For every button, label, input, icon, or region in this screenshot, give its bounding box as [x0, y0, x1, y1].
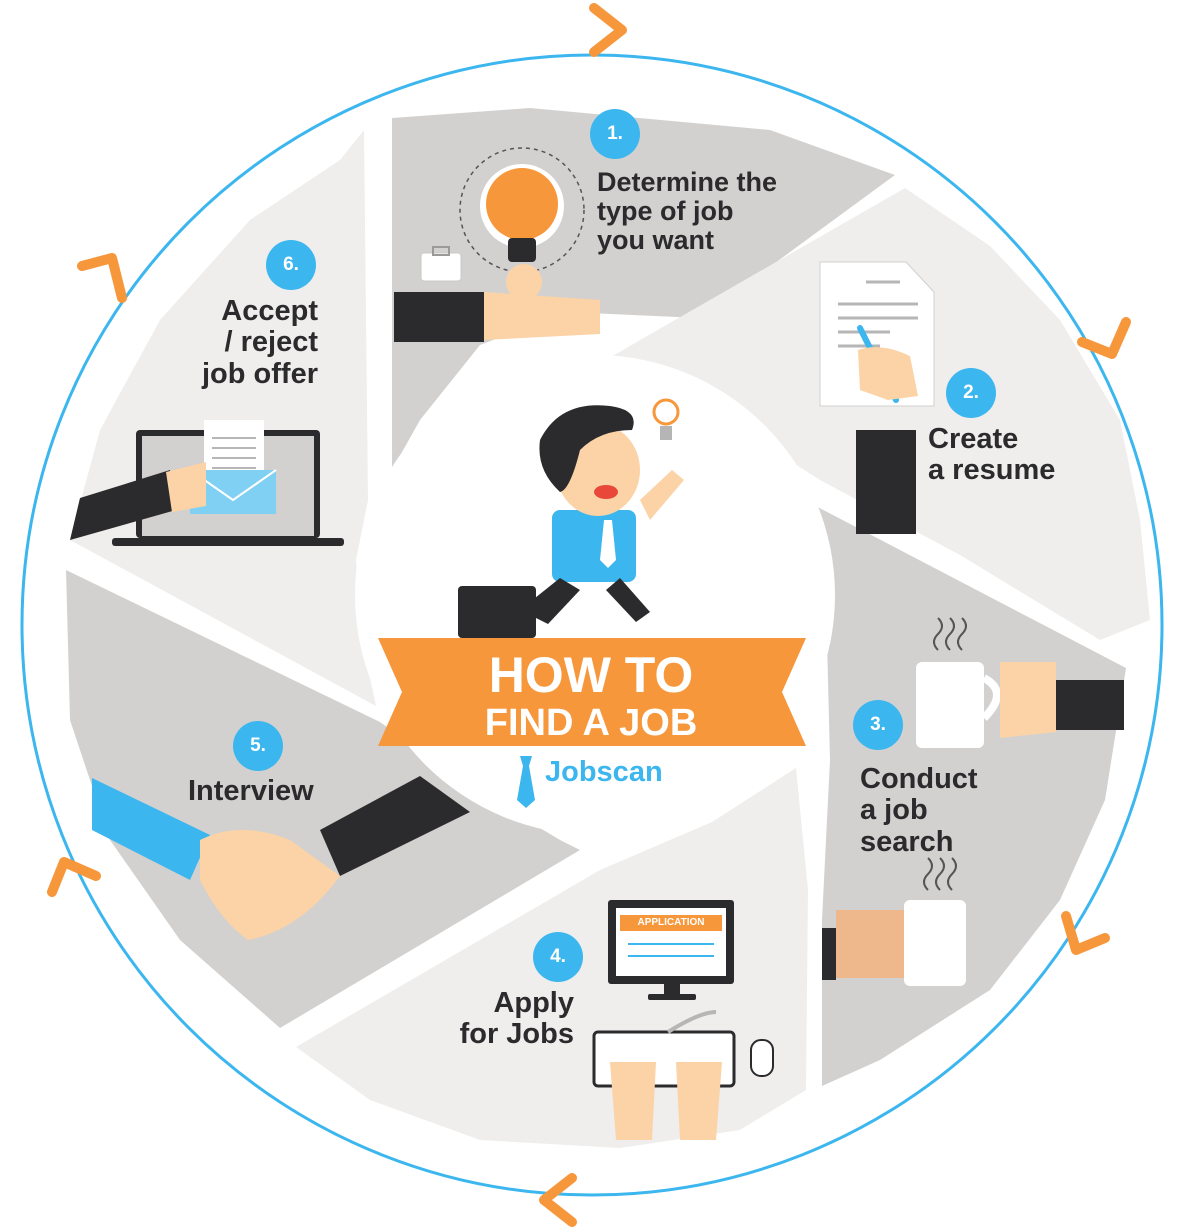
step-6-line-2: / reject — [224, 326, 319, 359]
segment-2 — [602, 188, 1150, 640]
arrow-head-right-upper — [1077, 317, 1131, 359]
step-5-line-1: Interview — [188, 775, 314, 807]
step-2-line-2: a resume — [928, 454, 1056, 487]
hand-holding-bulb-icon — [394, 264, 600, 342]
step-4-label: Apply for Jobs — [439, 987, 574, 1051]
arrow-head-bottom — [539, 1173, 577, 1227]
step-4-line-1: Apply — [493, 987, 574, 1019]
brand-name: Jobscan — [545, 756, 663, 788]
step-6-badge: 6. — [266, 240, 316, 290]
step-4-line-2: for Jobs — [459, 1018, 574, 1051]
coffee-mug-icon — [916, 617, 1124, 748]
arrow-head-right-lower — [1061, 911, 1110, 955]
step-6-line-3: job offer — [202, 357, 318, 390]
step-3-label: Conduct a job search — [860, 763, 978, 858]
title-line-1: HOW TO — [488, 647, 694, 703]
lightbulb-icon — [459, 147, 585, 273]
mouse-icon — [750, 1039, 774, 1077]
envelope-icon — [189, 420, 277, 514]
jobscan-tie-logo-icon — [517, 756, 535, 808]
step-3-line-1: Conduct — [860, 763, 978, 795]
segment-5 — [66, 570, 580, 1028]
coffee-mug-second-icon — [822, 857, 966, 986]
handshake-icon — [92, 776, 470, 940]
step-6-label: Accept / reject job offer — [168, 295, 319, 390]
step-1-line-2: type of job — [597, 196, 734, 227]
step-3-line-2: a job — [860, 794, 928, 827]
step-2-badge: 2. — [946, 368, 996, 418]
typing-hands-icon — [610, 1062, 722, 1140]
step-2-line-1: Create — [928, 423, 1019, 455]
title-banner — [378, 638, 806, 746]
step-1-badge: 1. — [590, 109, 640, 159]
step-4-badge: 4. — [533, 932, 583, 982]
step-2-label: Create a resume — [928, 423, 1056, 487]
step-6-line-1: Accept — [221, 295, 318, 327]
cycle-arrows — [47, 3, 1131, 1227]
computer-monitor-icon — [608, 900, 734, 1000]
application-screen-label: APPLICATION — [637, 917, 705, 928]
writing-arm-icon — [856, 347, 918, 534]
step-3-badge: 3. — [853, 700, 903, 750]
step-3-line-3: search — [860, 825, 954, 858]
banner-ribbon — [378, 638, 806, 746]
step-5-label: Interview — [188, 775, 314, 807]
lightbulb-small-icon — [652, 398, 680, 440]
arrow-head-left-lower — [47, 857, 101, 897]
arm-holding-envelope-icon — [70, 462, 206, 540]
step-1-line-3: you want — [597, 225, 715, 256]
step-5-badge: 5. — [233, 721, 283, 771]
step-1-line-1: Determine the — [597, 167, 778, 197]
title-line-2: FIND A JOB — [484, 702, 698, 744]
step-1-label: Determine the type of job you want — [597, 167, 778, 256]
arrow-head-left-upper — [77, 253, 127, 303]
arrow-head-top — [589, 3, 627, 57]
briefcase-icon — [420, 246, 462, 282]
job-seeker-character-icon — [458, 405, 684, 638]
